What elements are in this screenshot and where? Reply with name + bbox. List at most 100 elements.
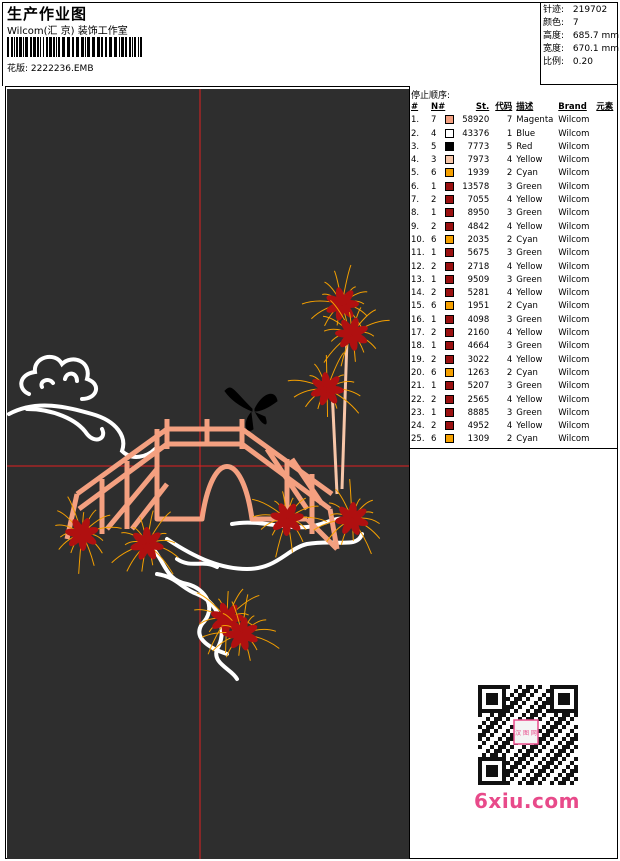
row-swatch bbox=[445, 327, 459, 340]
row-index: 11. bbox=[411, 248, 425, 259]
color-swatch bbox=[445, 328, 455, 338]
color-swatch bbox=[445, 367, 455, 377]
row-brand: Wilcom bbox=[558, 341, 590, 352]
row-needle: 1 bbox=[431, 181, 437, 192]
row-element bbox=[596, 154, 613, 167]
color-swatch bbox=[445, 234, 455, 244]
row-stitches: 1309 bbox=[467, 434, 490, 445]
row-description: Cyan bbox=[516, 234, 538, 245]
qr-badge-bg bbox=[513, 719, 539, 745]
row-code: 3 bbox=[506, 208, 513, 219]
row-stitches: 7055 bbox=[467, 195, 490, 206]
row-code: 3 bbox=[506, 181, 513, 192]
row-code: 4 bbox=[506, 155, 513, 166]
col-code: 代码 bbox=[495, 102, 513, 112]
row-code: 2 bbox=[506, 234, 513, 245]
row-swatch bbox=[445, 141, 459, 154]
row-index: 16. bbox=[411, 314, 425, 325]
row-swatch bbox=[445, 194, 459, 207]
row-element bbox=[596, 247, 613, 260]
row-element bbox=[596, 287, 613, 300]
flower-cluster bbox=[313, 479, 381, 555]
row-index: 23. bbox=[411, 407, 425, 418]
row-index: 18. bbox=[411, 341, 425, 352]
row-brand: Wilcom bbox=[558, 248, 590, 259]
row-swatch bbox=[445, 274, 459, 287]
row-stitches: 7773 bbox=[467, 141, 490, 152]
row-brand: Wilcom bbox=[558, 274, 590, 285]
row-index: 22. bbox=[411, 394, 425, 405]
stat-scale: 比例: 0.20 bbox=[543, 57, 593, 67]
stat-height: 高度: 685.7 mm bbox=[543, 31, 620, 41]
row-brand: Wilcom bbox=[558, 381, 590, 392]
row-needle: 1 bbox=[431, 341, 437, 352]
row-swatch bbox=[445, 114, 459, 127]
row-index: 21. bbox=[411, 381, 425, 392]
row-code: 3 bbox=[506, 274, 513, 285]
color-swatch bbox=[445, 301, 455, 311]
stat-colors: 颜色: 7 bbox=[543, 18, 579, 28]
row-needle: 3 bbox=[431, 155, 437, 166]
row-stitches: 13578 bbox=[462, 181, 490, 192]
flower-stems bbox=[330, 338, 349, 495]
row-element bbox=[596, 367, 613, 380]
row-swatch bbox=[445, 407, 459, 420]
row-description: Yellow bbox=[516, 221, 543, 232]
color-swatch bbox=[445, 248, 455, 258]
row-swatch bbox=[445, 221, 459, 234]
bridge bbox=[64, 419, 340, 551]
row-code: 4 bbox=[506, 221, 513, 232]
row-code: 3 bbox=[506, 314, 513, 325]
design-file-name: 2222236.EMB bbox=[30, 64, 94, 74]
row-description: Yellow bbox=[516, 328, 543, 339]
row-stitches: 4664 bbox=[467, 341, 490, 352]
row-stitches: 9509 bbox=[467, 274, 490, 285]
color-swatch bbox=[445, 274, 455, 284]
row-element bbox=[596, 354, 613, 367]
row-brand: Wilcom bbox=[558, 328, 590, 339]
row-code: 2 bbox=[506, 301, 513, 312]
row-element bbox=[596, 394, 613, 407]
row-code: 7 bbox=[506, 115, 513, 126]
row-element bbox=[596, 380, 613, 393]
row-index: 13. bbox=[411, 274, 425, 285]
row-index: 2. bbox=[411, 128, 420, 139]
row-needle: 4 bbox=[431, 128, 437, 139]
row-description: Magenta bbox=[516, 115, 554, 126]
table-end-line bbox=[410, 448, 618, 449]
row-description: Green bbox=[516, 341, 543, 352]
row-swatch bbox=[445, 247, 459, 260]
row-code: 1 bbox=[506, 128, 513, 139]
row-description: Red bbox=[516, 141, 533, 152]
row-element bbox=[596, 314, 613, 327]
color-swatch bbox=[445, 314, 455, 324]
color-swatch bbox=[445, 261, 455, 271]
row-index: 15. bbox=[411, 301, 425, 312]
row-brand: Wilcom bbox=[558, 367, 590, 378]
row-index: 19. bbox=[411, 354, 425, 365]
row-brand: Wilcom bbox=[558, 128, 590, 139]
row-description: Cyan bbox=[516, 168, 538, 179]
flower-cluster bbox=[252, 491, 328, 558]
row-swatch bbox=[445, 314, 459, 327]
color-swatch bbox=[445, 208, 455, 218]
row-description: Yellow bbox=[516, 261, 543, 272]
row-needle: 6 bbox=[431, 301, 437, 312]
row-needle: 1 bbox=[431, 274, 437, 285]
row-needle: 6 bbox=[431, 168, 437, 179]
row-element bbox=[596, 167, 613, 180]
color-swatch bbox=[445, 181, 455, 191]
row-code: 4 bbox=[506, 421, 513, 432]
row-stitches: 2718 bbox=[467, 261, 490, 272]
row-brand: Wilcom bbox=[558, 288, 590, 299]
row-code: 4 bbox=[506, 394, 513, 405]
row-brand: Wilcom bbox=[558, 234, 590, 245]
row-needle: 2 bbox=[431, 394, 437, 405]
